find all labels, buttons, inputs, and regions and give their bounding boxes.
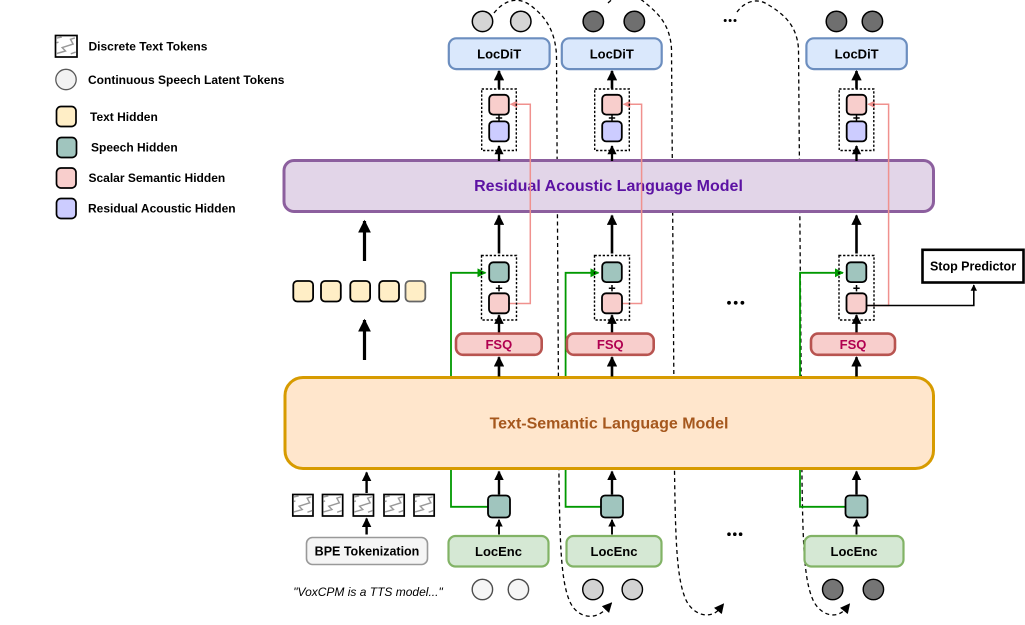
svg-text:BPE Tokenization: BPE Tokenization [315,545,420,559]
svg-text:FSQ: FSQ [597,337,624,352]
svg-text:LocEnc: LocEnc [475,544,522,559]
svg-text:FSQ: FSQ [485,337,512,352]
svg-text:Stop Predictor: Stop Predictor [930,260,1016,274]
svg-text:LocEnc: LocEnc [831,544,878,559]
svg-text:Residual Acoustic Language Mod: Residual Acoustic Language Model [474,178,743,195]
svg-text:LocDiT: LocDiT [477,47,521,62]
svg-text:LocDiT: LocDiT [590,47,634,62]
svg-text:Residual Acoustic Hidden: Residual Acoustic Hidden [88,202,236,216]
svg-text:Speech Hidden: Speech Hidden [91,141,178,155]
svg-text:FSQ: FSQ [840,337,867,352]
svg-text:Continuous Speech Latent Token: Continuous Speech Latent Tokens [88,73,285,87]
svg-text:Discrete Text Tokens: Discrete Text Tokens [89,39,208,53]
svg-text:LocDiT: LocDiT [835,47,879,62]
svg-text:Text-Semantic Language Model: Text-Semantic Language Model [490,416,729,433]
svg-text:"VoxCPM is a TTS model...": "VoxCPM is a TTS model..." [293,585,443,599]
svg-text:LocEnc: LocEnc [591,544,638,559]
svg-text:Text Hidden: Text Hidden [90,110,158,124]
svg-text:Scalar Semantic Hidden: Scalar Semantic Hidden [89,171,226,185]
